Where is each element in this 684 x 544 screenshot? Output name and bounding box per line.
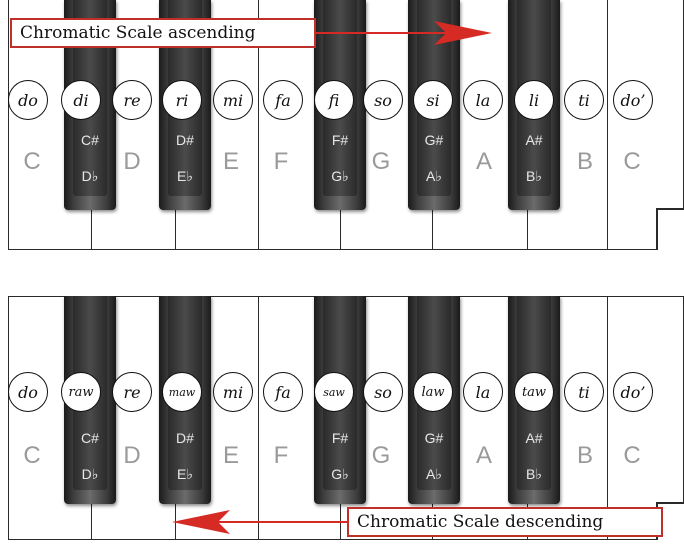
black-key-1-flat: D♭	[81, 168, 99, 184]
note-letter-f: F	[273, 148, 289, 175]
note-letter-e: E	[222, 148, 239, 175]
note-letter-c-high: C	[623, 442, 641, 469]
solfege-bubble: fi	[314, 80, 354, 120]
white-key-c-high	[608, 296, 656, 540]
note-letter-f: F	[273, 442, 289, 469]
solfege-bubble: la	[463, 372, 503, 412]
solfege-bubble: si	[413, 80, 453, 120]
solfege-bubble: do’	[613, 80, 653, 120]
black-key-5-flat: B♭	[526, 168, 542, 184]
solfege-bubble: so	[363, 372, 403, 412]
solfege-bubble: li	[514, 80, 554, 120]
solfege-bubble: do’	[613, 372, 653, 412]
black-key-4-flat: A♭	[426, 466, 442, 482]
black-key-2-sharp: D#	[176, 132, 194, 148]
descending-arrow-icon	[172, 510, 348, 534]
solfege-bubble: mi	[213, 372, 253, 412]
black-key-3-sharp: F#	[331, 430, 349, 446]
note-letter-c: C	[23, 442, 41, 469]
note-letter-a: A	[475, 148, 492, 175]
note-letter-a: A	[475, 442, 492, 469]
note-letter-d: D	[123, 442, 141, 469]
black-key-4-sharp: G#	[424, 132, 444, 148]
solfege-bubble: ri	[162, 80, 202, 120]
solfege-bubble: fa	[263, 372, 303, 412]
black-key-3-sharp: F#	[331, 132, 349, 148]
black-key-2-sharp: D#	[176, 430, 194, 446]
note-letter-c: C	[23, 148, 41, 175]
black-key-3-flat: G♭	[331, 168, 349, 184]
note-letter-g: G	[371, 442, 391, 469]
solfege-bubble: re	[112, 80, 152, 120]
solfege-bubble: re	[112, 372, 152, 412]
solfege-bubble: di	[61, 80, 101, 120]
solfege-bubble: saw	[314, 372, 354, 412]
solfege-bubble: raw	[61, 372, 101, 412]
note-letter-c-high: C	[623, 148, 641, 175]
black-key-2-flat: E♭	[177, 466, 193, 482]
black-key-1-sharp: C#	[81, 430, 99, 446]
note-letter-e: E	[222, 442, 239, 469]
solfege-bubble: maw	[162, 372, 202, 412]
solfege-bubble: taw	[514, 372, 554, 412]
solfege-bubble: law	[413, 372, 453, 412]
note-letter-d: D	[123, 148, 141, 175]
solfege-bubble: do	[8, 372, 48, 412]
black-key-2-flat: E♭	[177, 168, 193, 184]
black-key-4-sharp: G#	[424, 430, 444, 446]
note-letter-b: B	[576, 442, 593, 469]
black-key-4-flat: A♭	[426, 168, 442, 184]
note-letter-b: B	[576, 148, 593, 175]
white-key-c-high	[608, 0, 656, 250]
descending-callout: Chromatic Scale descending	[347, 507, 663, 537]
solfege-bubble: do	[8, 80, 48, 120]
black-key-1-flat: D♭	[81, 466, 99, 482]
solfege-bubble: la	[463, 80, 503, 120]
solfege-bubble: fa	[263, 80, 303, 120]
solfege-bubble: ti	[564, 372, 604, 412]
black-key-1-sharp: C#	[81, 132, 99, 148]
ascending-arrow-icon	[316, 21, 492, 45]
ascending-callout: Chromatic Scale ascending	[10, 18, 316, 48]
descending-keyboard: C# D♭ D# E♭ F# G♭ G# A♭ A# B♭ C D E F G …	[8, 296, 684, 540]
black-key-5-flat: B♭	[526, 466, 542, 482]
solfege-bubble: so	[363, 80, 403, 120]
black-key-5-sharp: A#	[525, 132, 543, 148]
note-letter-g: G	[371, 148, 391, 175]
black-key-3-flat: G♭	[331, 466, 349, 482]
ascending-keyboard: C# D♭ D# E♭ F# G♭ G# A♭ A# B♭ C D E F G …	[8, 0, 684, 250]
solfege-bubble: ti	[564, 80, 604, 120]
solfege-bubble: mi	[213, 80, 253, 120]
black-key-5-sharp: A#	[525, 430, 543, 446]
